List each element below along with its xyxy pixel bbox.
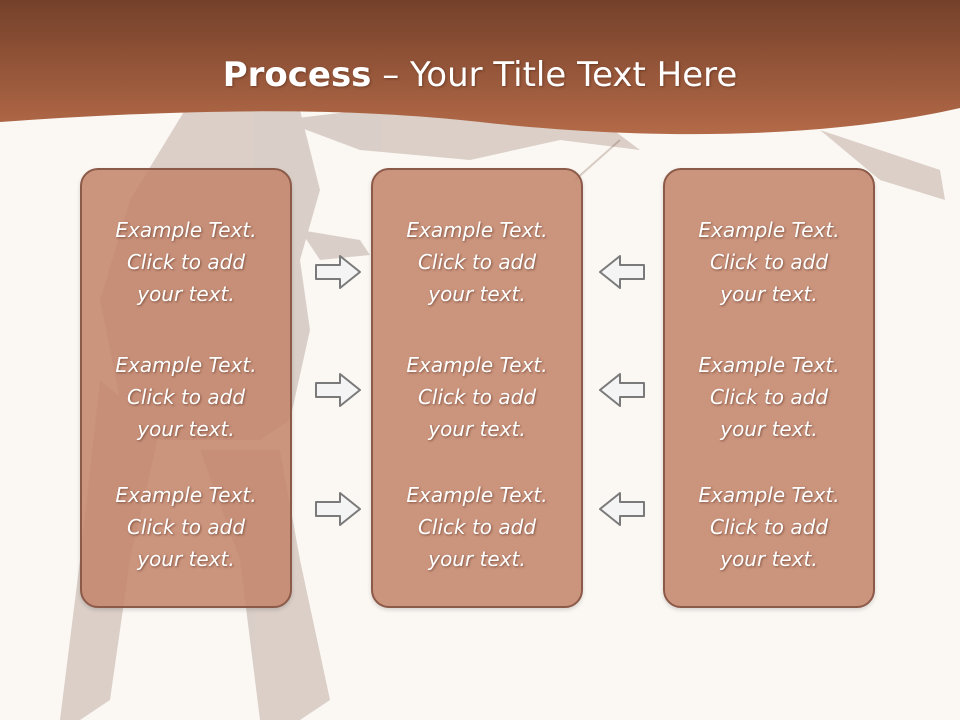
text-line: your text. (720, 282, 818, 306)
text-placeholder[interactable]: Example Text. Click to add your text. (665, 214, 873, 310)
text-placeholder[interactable]: Example Text. Click to add your text. (373, 349, 581, 445)
left-arrow-icon[interactable] (597, 489, 647, 529)
text-line: Example Text. (406, 353, 548, 377)
text-line: Click to add (709, 515, 829, 539)
text-line: your text. (428, 282, 526, 306)
process-box-right[interactable]: Example Text. Click to add your text. Ex… (663, 168, 875, 608)
text-line: your text. (428, 547, 526, 571)
text-line: Click to add (126, 515, 246, 539)
text-line: your text. (137, 417, 235, 441)
text-line: your text. (137, 282, 235, 306)
title-bold-text: Process (222, 55, 372, 95)
slide-title[interactable]: Process – Your Title Text Here (0, 52, 960, 98)
right-arrow-icon[interactable] (313, 252, 363, 292)
text-placeholder[interactable]: Example Text. Click to add your text. (665, 479, 873, 575)
text-placeholder[interactable]: Example Text. Click to add your text. (665, 349, 873, 445)
text-line: Click to add (417, 515, 537, 539)
title-rest-text: – Your Title Text Here (382, 55, 738, 95)
text-line: your text. (720, 417, 818, 441)
text-line: Click to add (126, 385, 246, 409)
text-placeholder[interactable]: Example Text. Click to add your text. (373, 214, 581, 310)
text-line: Example Text. (698, 218, 840, 242)
text-line: Click to add (126, 250, 246, 274)
header-banner (0, 0, 960, 135)
text-line: Example Text. (406, 483, 548, 507)
text-line: Click to add (709, 250, 829, 274)
process-box-middle[interactable]: Example Text. Click to add your text. Ex… (371, 168, 583, 608)
text-placeholder[interactable]: Example Text. Click to add your text. (82, 349, 290, 445)
text-line: your text. (428, 417, 526, 441)
process-box-left[interactable]: Example Text. Click to add your text. Ex… (80, 168, 292, 608)
text-line: Example Text. (115, 483, 257, 507)
text-line: Click to add (709, 385, 829, 409)
text-placeholder[interactable]: Example Text. Click to add your text. (373, 479, 581, 575)
text-placeholder[interactable]: Example Text. Click to add your text. (82, 214, 290, 310)
text-line: Click to add (417, 250, 537, 274)
text-line: Example Text. (406, 218, 548, 242)
right-arrow-icon[interactable] (313, 489, 363, 529)
text-line: your text. (137, 547, 235, 571)
text-line: Example Text. (698, 483, 840, 507)
left-arrow-icon[interactable] (597, 370, 647, 410)
text-line: Example Text. (698, 353, 840, 377)
text-placeholder[interactable]: Example Text. Click to add your text. (82, 479, 290, 575)
text-line: Click to add (417, 385, 537, 409)
text-line: Example Text. (115, 353, 257, 377)
left-arrow-icon[interactable] (597, 252, 647, 292)
text-line: your text. (720, 547, 818, 571)
text-line: Example Text. (115, 218, 257, 242)
right-arrow-icon[interactable] (313, 370, 363, 410)
